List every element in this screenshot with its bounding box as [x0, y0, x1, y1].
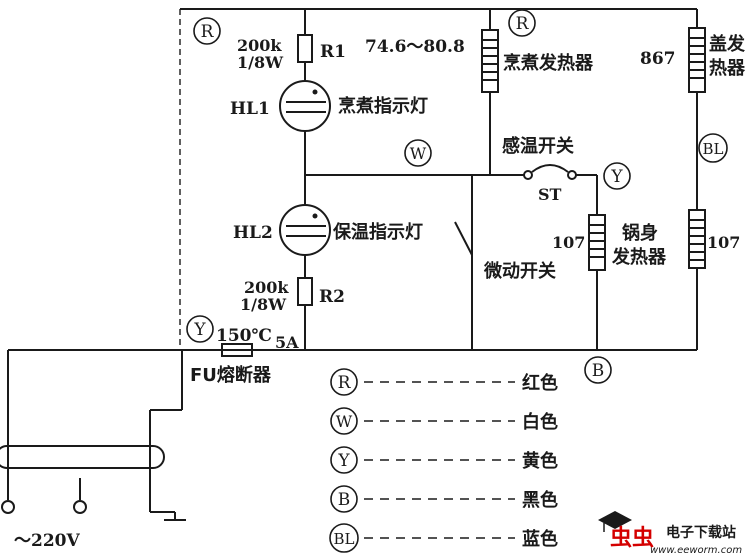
cook-heater: [481, 29, 499, 93]
badge-bl: BL: [698, 133, 728, 163]
badge-r-top-mid: R: [508, 9, 536, 37]
svg-text:Y: Y: [610, 167, 623, 187]
lid-heater-name-2: 热器: [709, 57, 746, 79]
hl1-label: HL1: [230, 99, 270, 119]
lid-heater: [688, 27, 706, 93]
wiring: [7, 8, 698, 521]
watermark-logo-text: 虫虫: [610, 525, 654, 551]
legend-item-blue: BL 蓝色: [329, 523, 558, 553]
hl1-name: 烹煮指示灯: [338, 95, 428, 117]
badge-b-bottom: B: [584, 356, 612, 384]
body-heater-name-1: 锅身: [622, 222, 658, 244]
svg-text:W: W: [410, 144, 427, 163]
badge-r-top-left: R: [193, 17, 221, 45]
cook-heater-value: 74.6～80.8: [365, 37, 465, 57]
watermark-url: www.eeworm.com: [650, 545, 742, 556]
micro-heater: [588, 214, 606, 271]
r2-label: R2: [319, 287, 345, 307]
badge-w: W: [404, 139, 432, 167]
watermark: 虫虫 电子下载站 www.eeworm.com: [598, 511, 742, 556]
svg-text:R: R: [338, 373, 352, 393]
fuse-fu: [221, 343, 253, 357]
legend-item-yellow: Y 黄色: [330, 446, 558, 474]
badge-y-bottom: Y: [186, 315, 214, 343]
graduation-cap-icon: [598, 511, 632, 532]
svg-text:红色: 红色: [522, 372, 558, 394]
svg-text:BL: BL: [334, 530, 355, 548]
svg-text:Y: Y: [337, 451, 350, 471]
r1-label: R1: [320, 42, 346, 62]
svg-text:Y: Y: [193, 320, 206, 340]
micro-heater-value: 107: [552, 233, 585, 252]
resistor-r2: [297, 277, 313, 306]
legend: R 红色 W 白色 Y 黄色 B 黑色 BL 蓝色: [329, 368, 558, 553]
r2-power: 1/8W: [240, 295, 287, 314]
r1-value: 200k: [237, 36, 282, 55]
cook-heater-name: 烹煮发热器: [503, 52, 594, 74]
body-heater: [688, 209, 706, 269]
badge-y-right: Y: [603, 162, 631, 190]
body-heater-name-2: 发热器: [611, 246, 667, 268]
legend-item-white: W 白色: [330, 407, 558, 435]
resistor-r1: [297, 34, 313, 63]
body-heater-value: 107: [707, 233, 740, 252]
power-cord: [0, 445, 165, 514]
svg-text:R: R: [201, 22, 215, 42]
fuse-rating-temp: 150℃: [216, 326, 272, 346]
neon-lamp-hl2: [279, 204, 331, 256]
svg-text:蓝色: 蓝色: [522, 528, 558, 550]
svg-text:黄色: 黄色: [522, 450, 558, 472]
fuse-rating-current: 5A: [275, 333, 299, 352]
lid-heater-value: 867: [640, 49, 676, 69]
legend-item-red: R 红色: [330, 368, 558, 396]
thermo-switch-label: ST: [538, 185, 562, 204]
fuse-name: FU熔断器: [190, 364, 272, 386]
lid-heater-name-1: 盖发: [709, 33, 746, 55]
svg-text:白色: 白色: [522, 411, 558, 433]
svg-text:R: R: [516, 14, 530, 34]
svg-text:BL: BL: [703, 140, 724, 158]
watermark-site-name: 电子下载站: [666, 524, 736, 541]
r2-value: 200k: [244, 278, 289, 297]
svg-text:W: W: [336, 412, 353, 431]
hl2-label: HL2: [233, 223, 273, 243]
legend-item-black: B 黑色: [330, 485, 558, 513]
svg-text:B: B: [592, 361, 605, 381]
r1-power: 1/8W: [237, 53, 284, 72]
neon-lamp-hl1: [279, 80, 331, 132]
svg-text:B: B: [338, 490, 351, 510]
thermo-switch-name: 感温开关: [502, 135, 574, 157]
thermo-switch-st: [523, 164, 577, 180]
supply-voltage: ～220V: [14, 531, 80, 551]
hl2-name: 保温指示灯: [332, 221, 423, 243]
micro-switch-name: 微动开关: [483, 260, 556, 282]
svg-text:黑色: 黑色: [522, 489, 558, 511]
